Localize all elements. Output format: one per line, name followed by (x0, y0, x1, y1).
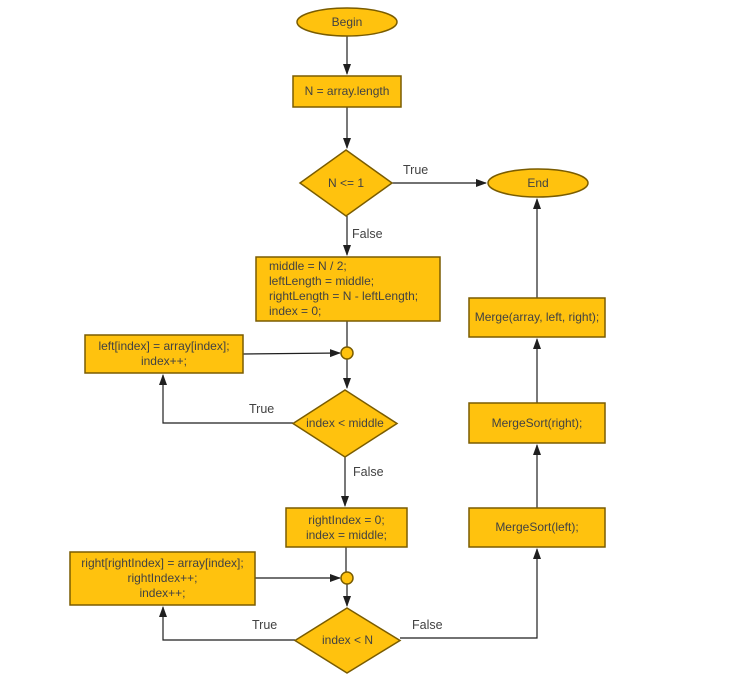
edge-checkindexmiddle-true-to-copyleft (159, 374, 293, 424)
junction2-connector-shape (340, 571, 354, 585)
checkindexmiddle-true-edge-label: True (249, 402, 275, 416)
initright-process-shape (285, 507, 408, 548)
checkindexn-false-edge-label: False (412, 618, 443, 632)
init-process-shape (255, 256, 441, 322)
mergesortleft-process-shape (468, 507, 606, 548)
merge-process-shape (468, 297, 606, 338)
copyleft-process-shape (84, 334, 244, 374)
checkn-true-edge-label: True (403, 163, 429, 177)
edge-copyleft-to-junction1 (242, 349, 341, 358)
checkn-decision-shape (298, 149, 394, 217)
edge-checkindexn-true-to-copyright (159, 606, 295, 641)
copyright-process-shape (69, 551, 256, 606)
edge-checkindexn-false-to-mergesortleft (400, 548, 541, 639)
checkindexmiddle-false-edge-label: False (353, 465, 384, 479)
readlength-process-shape (292, 75, 402, 108)
checkn-false-edge-label: False (352, 227, 383, 241)
checkindexmiddle-decision-shape (291, 389, 399, 458)
begin-terminator-shape (296, 7, 398, 37)
mergesortright-process-shape (468, 402, 606, 444)
checkindexn-decision-shape (293, 607, 402, 674)
end-terminator-shape (487, 168, 589, 198)
junction1-connector-shape (340, 346, 354, 360)
checkindexn-true-edge-label: True (252, 618, 278, 632)
